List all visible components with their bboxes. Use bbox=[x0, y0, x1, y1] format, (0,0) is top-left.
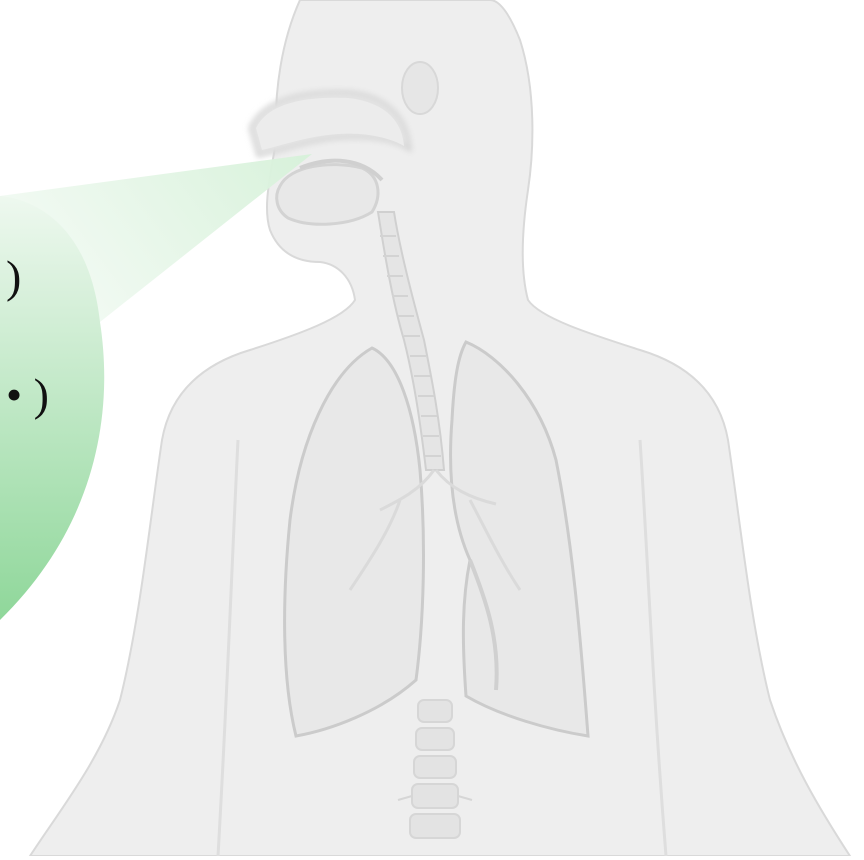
callout-text-line-2: • ) bbox=[6, 372, 49, 418]
ear bbox=[402, 62, 438, 114]
callout-text-line-1: ) bbox=[6, 254, 21, 300]
tongue bbox=[277, 165, 378, 225]
